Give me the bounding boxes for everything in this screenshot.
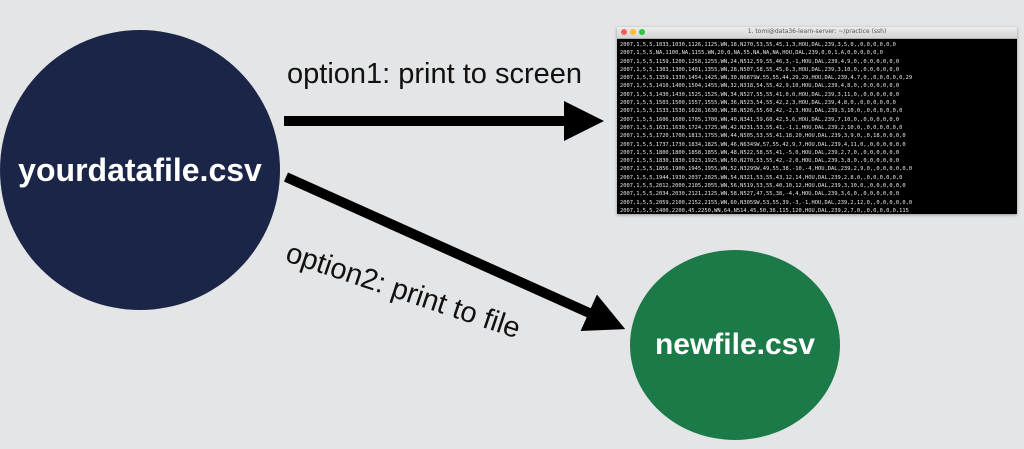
terminal-output[interactable]: 2007,1,5,5,1033,1030,1126,1125,WN,18,N27… (617, 39, 1017, 214)
option1-label: option1: print to screen (287, 58, 583, 90)
terminal-line: 2007,1,5,5,1800,1800,1858,1855,WN,48,N52… (620, 149, 900, 156)
minimize-icon[interactable] (630, 29, 636, 35)
terminal-line: 2007,1,5,5,2059,2100,2152,2155,WN,60,N30… (620, 199, 913, 206)
terminal-line: 2007,1,5,5,NA,1100,NA,1155,WN,20,0,NA,55… (620, 50, 883, 57)
terminal-line: 2007,1,5,5,1830,1830,1923,1925,WN,50,N27… (620, 158, 900, 165)
arrow-to-file (283, 172, 626, 331)
terminal-line: 2007,1,5,5,1720,1700,1813,1755,WN,44,N50… (620, 133, 906, 140)
close-icon[interactable] (621, 29, 627, 35)
terminal-window[interactable]: 1. tomi@data36-learn-server: ~/practice … (617, 27, 1017, 214)
source-filename: yourdatafile.csv (18, 151, 262, 188)
terminal-line: 2007,1,5,5,1430,1430,1525,1525,WN,34,N52… (620, 91, 900, 98)
terminal-line: 2007,1,5,5,1737,1730,1834,1825,WN,46,N63… (620, 141, 906, 148)
terminal-line: 2007,1,5,5,1606,1600,1705,1700,WN,40,N34… (620, 116, 900, 123)
terminal-line: 2007,1,5,5,1856,1900,1945,1955,WN,52,N32… (620, 166, 913, 173)
terminal-titlebar[interactable]: 1. tomi@data36-learn-server: ~/practice … (617, 27, 1017, 39)
terminal-line: 2007,1,5,5,2034,2030,2121,2125,WN,58,N52… (620, 191, 900, 198)
output-filename: newfile.csv (654, 328, 816, 361)
terminal-title: 1. tomi@data36-learn-server: ~/practice … (747, 28, 887, 35)
terminal-line: 2007,1,5,5,1533,1530,1628,1630,WN,38,N52… (620, 108, 903, 115)
terminal-line: 2007,1,5,5,1159,1200,1258,1255,WN,24,N51… (620, 58, 900, 65)
terminal-line: 2007,1,5,5,2012,2000,2105,2055,WN,56,N51… (620, 183, 906, 190)
terminal-line: 2007,1,5,5,1944,1930,2037,2025,WN,54,N32… (620, 174, 903, 181)
terminal-line: 2007,1,5,5,2400,2200,45,2250,WN,64,N514,… (620, 207, 909, 214)
terminal-line: 2007,1,5,5,1033,1030,1126,1125,WN,18,N27… (620, 42, 896, 48)
source-file-circle: yourdatafile.csv (0, 30, 280, 310)
output-file-circle: newfile.csv (630, 250, 840, 440)
maximize-icon[interactable] (639, 29, 645, 35)
terminal-line: 2007,1,5,5,1303,1300,1401,1355,WN,28,N50… (620, 66, 900, 73)
terminal-line: 2007,1,5,5,1503,1500,1557,1555,WN,36,N52… (620, 100, 896, 107)
terminal-line: 2007,1,5,5,1359,1330,1454,1425,WN,30,N68… (620, 75, 913, 82)
terminal-line: 2007,1,5,5,1631,1630,1724,1725,WN,42,N23… (620, 124, 903, 131)
terminal-line: 2007,1,5,5,1410,1400,1504,1455,WN,32,N31… (620, 83, 900, 90)
